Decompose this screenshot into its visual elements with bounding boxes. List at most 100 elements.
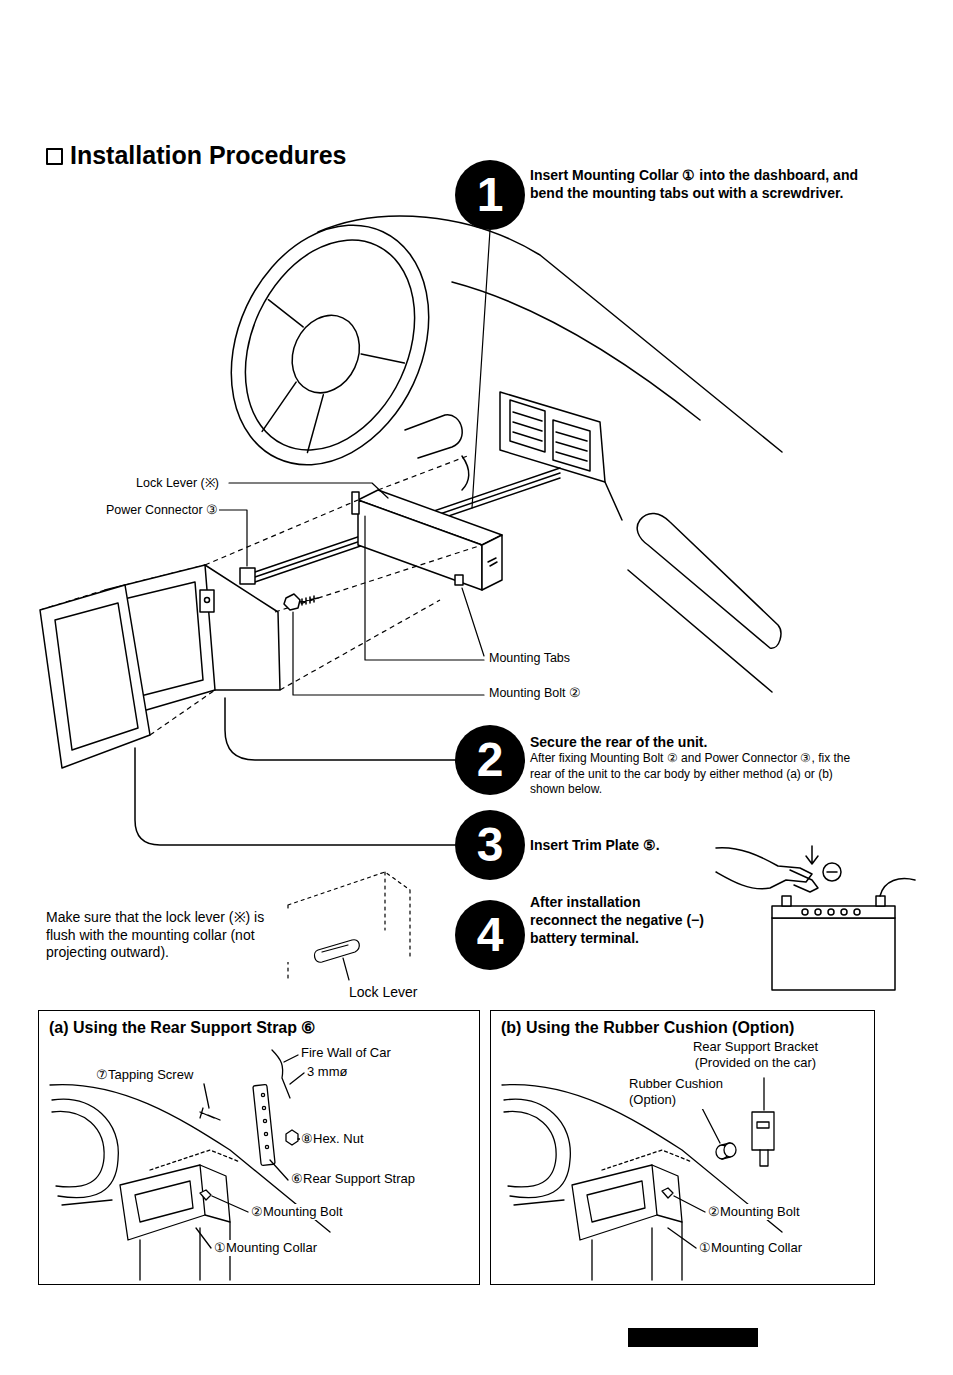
leader-lines-part bbox=[293, 612, 484, 695]
battery-drawing-part bbox=[823, 863, 841, 881]
step-heading: After installation reconnect the negativ… bbox=[530, 893, 708, 948]
leader-lines-part bbox=[225, 698, 455, 760]
leader-lines-part bbox=[462, 588, 484, 656]
mounting-collar-drawing-part bbox=[284, 594, 300, 610]
strap-method-drawing-part bbox=[265, 1145, 268, 1148]
strap-method-drawing-part bbox=[204, 1084, 209, 1108]
strap-method-drawing-part bbox=[135, 1181, 193, 1222]
dashboard-drawing-part bbox=[500, 392, 605, 482]
trim-plate-drawing-part bbox=[55, 603, 138, 750]
part-label: Rubber Cushion (Option) bbox=[628, 1076, 730, 1109]
step-item: 2Secure the rear of the unit.After fixin… bbox=[455, 725, 870, 798]
dashboard-drawing-part bbox=[513, 412, 587, 461]
strap-method-drawing-part bbox=[52, 1099, 118, 1197]
head-unit-drawing-part bbox=[482, 535, 502, 590]
step-number: 2 bbox=[455, 725, 525, 795]
dashboard-drawing-part bbox=[605, 482, 622, 520]
part-label: Rear Support Bracket (Provided on the ca… bbox=[672, 1039, 839, 1072]
cushion-method-drawing-part bbox=[592, 1222, 682, 1280]
step-number: 1 bbox=[455, 160, 525, 230]
battery-drawing bbox=[716, 846, 915, 990]
dashboard-drawing-part bbox=[637, 513, 781, 648]
step-number: 3 bbox=[455, 810, 525, 880]
leader-lines-part bbox=[472, 230, 490, 508]
battery-drawing-part bbox=[802, 909, 808, 915]
strap-method-drawing-part bbox=[62, 1200, 112, 1205]
lock-lever-detail-part bbox=[343, 958, 349, 980]
cushion-method-drawing-part bbox=[702, 1108, 720, 1143]
part-label: Power Connector ③ bbox=[105, 503, 219, 519]
assembly-guide-lines-part bbox=[378, 455, 470, 490]
leader-lines-part bbox=[229, 483, 388, 498]
battery-drawing-part bbox=[854, 909, 860, 915]
step-text: Secure the rear of the unit.After fixing… bbox=[530, 733, 870, 798]
panel-heading: (a) Using the Rear Support Strap ⑥ bbox=[39, 1011, 479, 1044]
title-box-part bbox=[47, 149, 62, 164]
title-box bbox=[47, 149, 62, 164]
battery-drawing-part bbox=[828, 909, 834, 915]
part-label: Mounting Tabs bbox=[488, 651, 571, 667]
strap-method-drawing-part bbox=[290, 1073, 304, 1084]
strap-method-drawing-part bbox=[200, 1190, 211, 1200]
head-unit-drawing-part bbox=[240, 568, 255, 584]
strap-method-drawing-part bbox=[200, 1165, 230, 1222]
battery-drawing-part bbox=[876, 896, 885, 906]
part-label: Fire Wall of Car bbox=[300, 1045, 392, 1061]
head-unit-drawing-part bbox=[455, 575, 463, 585]
strap-method-drawing-part bbox=[264, 1132, 267, 1135]
lock-lever-detail-part bbox=[288, 872, 410, 980]
mounting-collar-drawing-part bbox=[205, 598, 210, 603]
part-label: 3 mmø bbox=[306, 1064, 348, 1080]
strap-method-drawing-part bbox=[261, 1093, 264, 1096]
strap-method-drawing-part bbox=[212, 1196, 248, 1212]
strap-method-drawing-part bbox=[150, 1150, 240, 1170]
leader-lines-part bbox=[219, 510, 247, 566]
battery-drawing-part bbox=[841, 909, 847, 915]
leader-lines-part bbox=[135, 748, 455, 845]
assembly-guide-lines-part bbox=[280, 600, 440, 690]
strap-method-drawing bbox=[50, 1050, 330, 1280]
step-heading: Insert Trim Plate ⑤. bbox=[530, 836, 830, 854]
part-label: Lock Lever bbox=[348, 984, 418, 1002]
cushion-method-drawing-part bbox=[763, 1078, 764, 1110]
page-title: Installation Procedures bbox=[70, 141, 346, 170]
trim-plate-drawing-part bbox=[40, 585, 150, 768]
cushion-method-drawing-part bbox=[757, 1122, 769, 1128]
part-label: ⑥Rear Support Strap bbox=[290, 1171, 416, 1187]
head-unit-drawing bbox=[240, 468, 560, 590]
strap-method-drawing-part bbox=[286, 1130, 298, 1145]
strap-method-drawing-part bbox=[253, 1084, 275, 1165]
step-text: Insert Mounting Collar ① into the dashbo… bbox=[530, 166, 870, 202]
step-item: 4After installation reconnect the negati… bbox=[455, 893, 708, 970]
strap-method-drawing-part bbox=[270, 1160, 288, 1180]
part-label: Mounting Bolt ② bbox=[488, 686, 582, 702]
head-unit-drawing-part bbox=[488, 558, 497, 566]
dashboard-drawing-part bbox=[452, 282, 700, 420]
part-label: ②Mounting Bolt bbox=[250, 1204, 344, 1220]
assembly-guide-lines-part bbox=[275, 545, 482, 612]
part-label: ①Mounting Collar bbox=[698, 1240, 803, 1256]
cushion-method-drawing-part bbox=[760, 1150, 768, 1166]
step-item: 1Insert Mounting Collar ① into the dashb… bbox=[455, 160, 870, 230]
cushion-method-drawing-part bbox=[504, 1099, 570, 1197]
battery-drawing-part bbox=[827, 871, 837, 873]
strap-method-drawing-part bbox=[272, 1050, 290, 1098]
part-label: ⑧Hex. Nut bbox=[300, 1131, 365, 1147]
strap-method-drawing-part bbox=[262, 1106, 265, 1109]
step-number: 4 bbox=[455, 900, 525, 970]
battery-drawing-part bbox=[815, 909, 821, 915]
cushion-method-drawing-part bbox=[662, 1188, 673, 1198]
strap-method-drawing-part bbox=[196, 1228, 211, 1248]
assembly-guide-lines-part bbox=[205, 500, 358, 565]
dashboard-drawing-part bbox=[194, 193, 466, 497]
battery-drawing-part bbox=[772, 906, 895, 918]
strap-method-drawing-part bbox=[200, 1108, 220, 1120]
mounting-collar-drawing-part bbox=[200, 590, 214, 612]
dashboard-drawing-part bbox=[405, 415, 462, 458]
head-unit-drawing-part bbox=[358, 500, 482, 590]
page-number-bar bbox=[628, 1328, 758, 1347]
dashboard-drawing-part-part bbox=[213, 212, 447, 477]
cushion-method-drawing-part bbox=[724, 1143, 736, 1157]
step-text: Insert Trim Plate ⑤. bbox=[530, 836, 830, 854]
